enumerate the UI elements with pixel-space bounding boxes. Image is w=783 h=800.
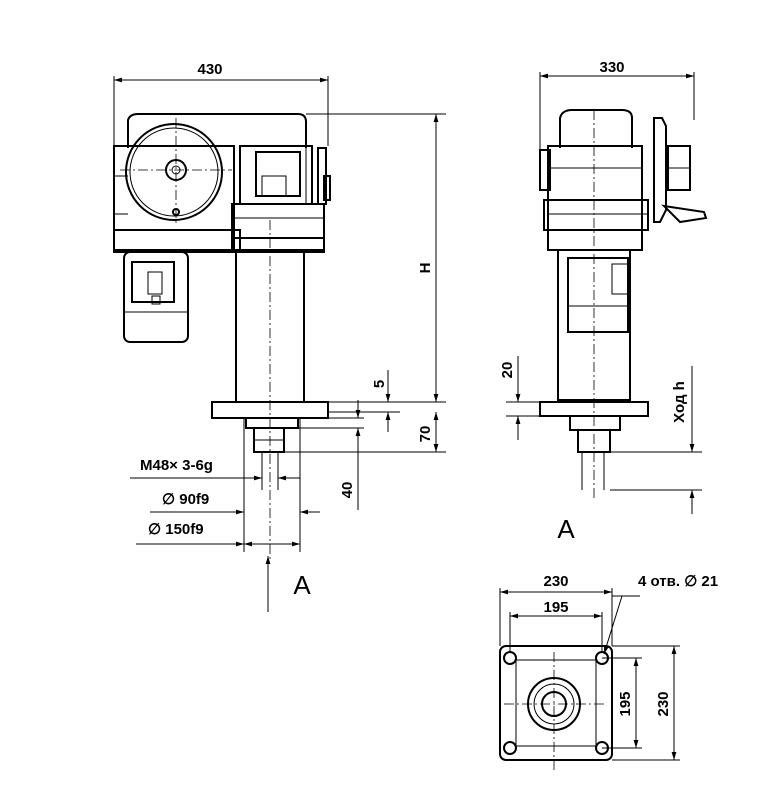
side-view	[539, 109, 708, 500]
dia-150-label: ∅ 150f9	[148, 521, 204, 538]
front-view	[113, 113, 331, 560]
view-a-dimensions: 230 195 4 отв. ∅ 21 195 230	[499, 573, 718, 761]
dim-330: 330	[599, 59, 624, 76]
view-a-inner-h: 195	[617, 691, 634, 716]
side-dimensions: 330 20 Ход h	[499, 59, 702, 514]
dia-90-label: ∅ 90f9	[162, 491, 209, 508]
view-a-title: A	[557, 514, 575, 544]
holes-label: 4 отв. ∅ 21	[638, 573, 718, 590]
view-a	[499, 645, 613, 770]
dim-H: H	[417, 263, 434, 274]
thread-label: M48× 3-6g	[140, 457, 213, 474]
view-arrow-a: A	[293, 570, 311, 600]
view-a-outer-w: 230	[543, 573, 568, 590]
dim-5: 5	[371, 380, 388, 388]
dim-40: 40	[339, 482, 356, 499]
dim-430: 430	[197, 61, 222, 78]
gear-circle-outer	[125, 123, 223, 221]
front-dimensions: 430 H 5 70 40 M48× 3-6g ∅ 90f9 ∅ 150f9	[113, 61, 446, 612]
view-a-outer-h: 230	[655, 691, 672, 716]
dim-70: 70	[417, 426, 434, 443]
dim-20: 20	[499, 362, 516, 379]
stroke-label: Ход h	[671, 381, 688, 423]
view-a-inner-w: 195	[543, 599, 568, 616]
